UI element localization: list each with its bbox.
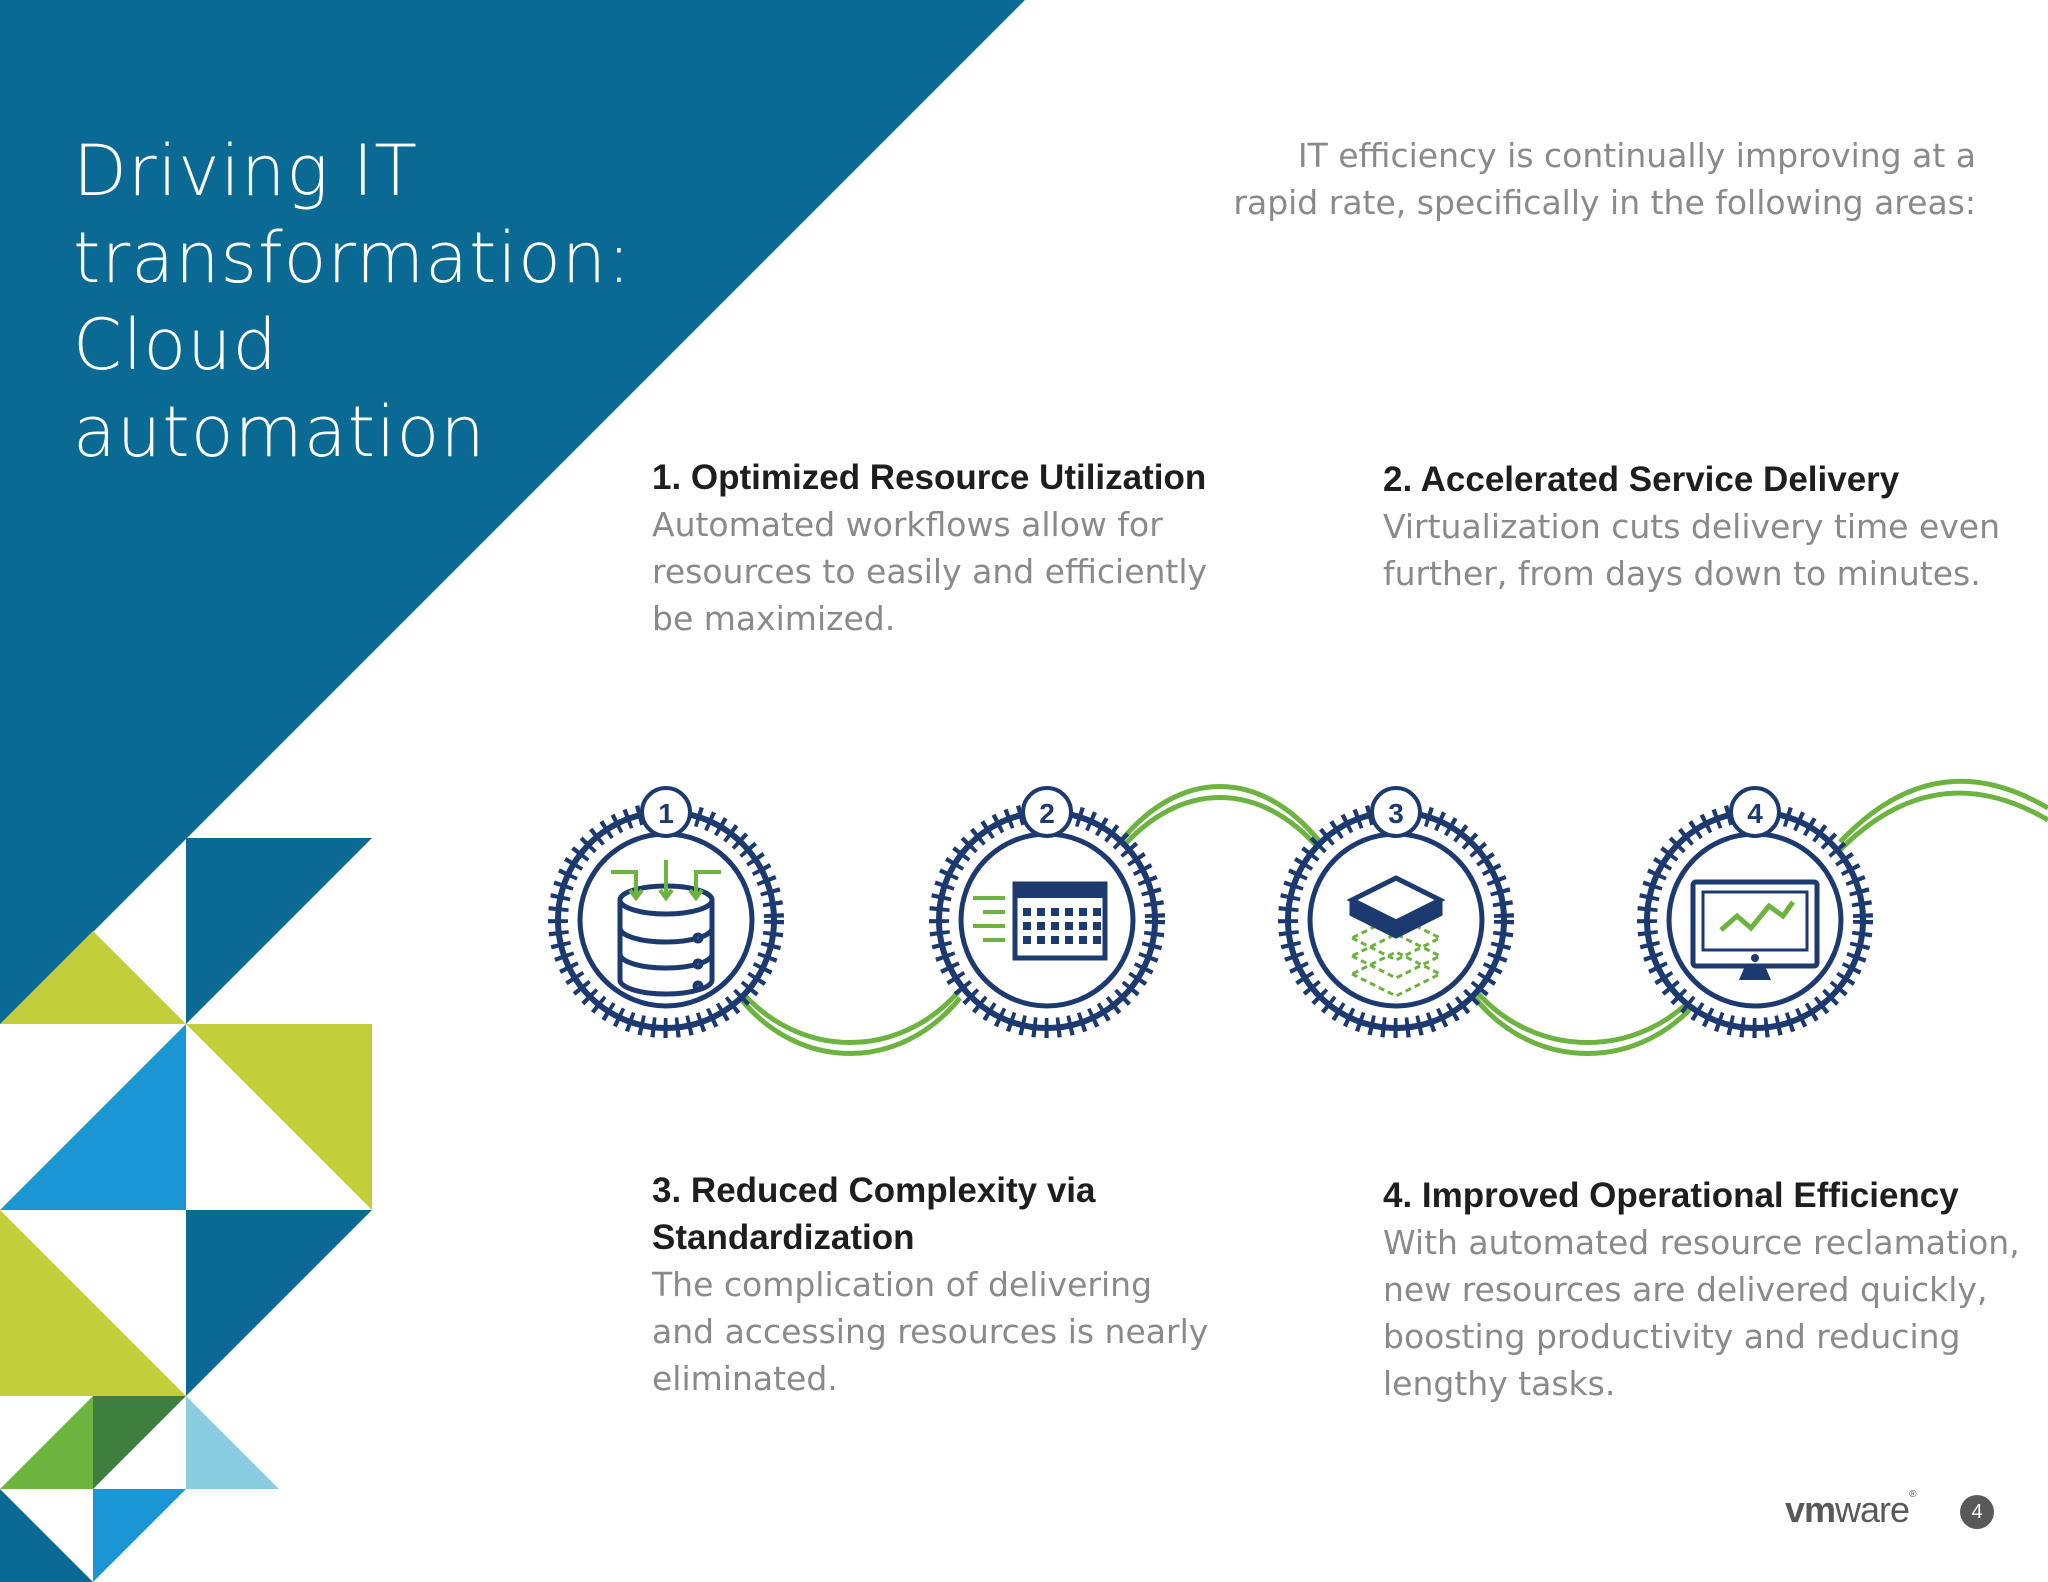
benefit-heading: 1. Optimized Resource Utilization <box>652 458 1207 497</box>
benefit-item-4: 4. Improved Operational Efficiency With … <box>1383 1172 2023 1407</box>
step-4: 4 <box>1647 786 1863 1028</box>
benefit-heading: 3. Reduced Complexity via Standardizatio… <box>652 1171 1096 1257</box>
step-badge: 3 <box>1370 786 1422 838</box>
step-number: 1 <box>658 798 674 829</box>
benefit-body: The complication of delivering and acces… <box>652 1265 1209 1398</box>
step-badge: 4 <box>1729 786 1781 838</box>
logo-bold: vm <box>1785 1489 1836 1530</box>
benefit-heading: 2. Accelerated Service Delivery <box>1383 460 1900 499</box>
stacked-layers-icon <box>1346 875 1446 998</box>
logo-rest: ware <box>1835 1489 1910 1530</box>
benefit-body: Virtualization cuts delivery time even f… <box>1383 507 2001 593</box>
step-3: 3 <box>1288 786 1504 1028</box>
benefit-item-1: 1. Optimized Resource Utilization Automa… <box>652 454 1212 642</box>
title-line: Cloud <box>73 304 278 386</box>
page-number: 4 <box>1960 1495 1994 1529</box>
vmware-logo: vmware® <box>1785 1489 1917 1531</box>
step-2: 2 <box>939 786 1155 1028</box>
step-1: 1 <box>558 786 774 1028</box>
process-diagram: 1 2 <box>540 778 2048 1056</box>
calendar-icon <box>973 881 1108 961</box>
title-line: automation <box>73 391 486 473</box>
step-badge: 2 <box>1021 786 1073 838</box>
step-number: 3 <box>1388 798 1404 829</box>
benefit-body: With automated resource reclamation, new… <box>1383 1223 2020 1403</box>
triangle-mosaic <box>0 838 372 1582</box>
blue-diagonal-panel <box>0 0 1025 1025</box>
title-line: Driving IT <box>73 130 419 212</box>
title-line: transformation: <box>73 217 632 299</box>
page-title: Driving IT transformation: Cloud automat… <box>73 128 693 476</box>
logo-mark: ® <box>1909 1489 1916 1500</box>
monitor-chart-icon <box>1690 879 1820 980</box>
step-badge: 1 <box>640 786 692 838</box>
step-number: 4 <box>1747 798 1763 829</box>
benefit-item-2: 2. Accelerated Service Delivery Virtuali… <box>1383 456 2023 597</box>
intro-text: IT efficiency is continually improving a… <box>1233 136 1976 222</box>
benefit-heading: 4. Improved Operational Efficiency <box>1383 1176 1959 1215</box>
connector-path <box>738 778 2048 1056</box>
database-icon <box>617 883 715 997</box>
benefit-body: Automated workflows allow for resources … <box>652 505 1208 638</box>
benefit-item-3: 3. Reduced Complexity via Standardizatio… <box>652 1167 1212 1402</box>
step-number: 2 <box>1039 798 1055 829</box>
